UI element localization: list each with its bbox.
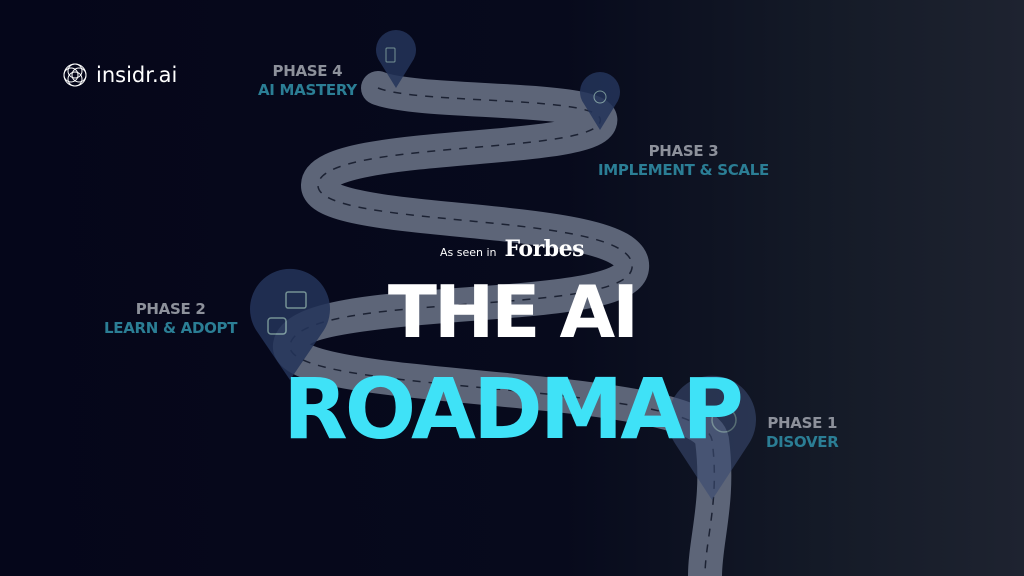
logo-icon	[63, 63, 87, 87]
phase-2-label: PHASE 2 LEARN & ADOPT	[104, 300, 237, 338]
headline-line-2: ROADMAP	[283, 360, 744, 458]
phase-title: AI MASTERY	[258, 81, 357, 99]
phase-1-label: PHASE 1 DISOVER	[766, 414, 839, 452]
headline-line-1: THE AI	[387, 270, 639, 354]
brand-name: insidr.ai	[96, 63, 178, 87]
phase-number: PHASE 2	[135, 300, 206, 318]
phase-title: LEARN & ADOPT	[104, 319, 238, 337]
phase-3-label: PHASE 3 IMPLEMENT & SCALE	[598, 142, 769, 180]
phase-number: PHASE 1	[767, 414, 838, 432]
featured-in: As seen in Forbes	[440, 236, 584, 262]
forbes-logo: Forbes	[504, 236, 585, 262]
featured-label: As seen in	[440, 246, 497, 259]
phase-title: IMPLEMENT & SCALE	[598, 161, 769, 179]
phase-number: PHASE 3	[648, 142, 719, 160]
phase-number: PHASE 4	[272, 62, 343, 80]
brand-logo[interactable]: insidr.ai	[62, 62, 177, 88]
phase-title: DISOVER	[766, 433, 839, 451]
phase-4-label: PHASE 4 AI MASTERY	[258, 62, 357, 100]
pin-phase-4	[375, 30, 416, 89]
pin-phase-2	[250, 268, 330, 380]
pin-phase-1	[668, 375, 756, 500]
pin-phase-3	[579, 72, 620, 130]
